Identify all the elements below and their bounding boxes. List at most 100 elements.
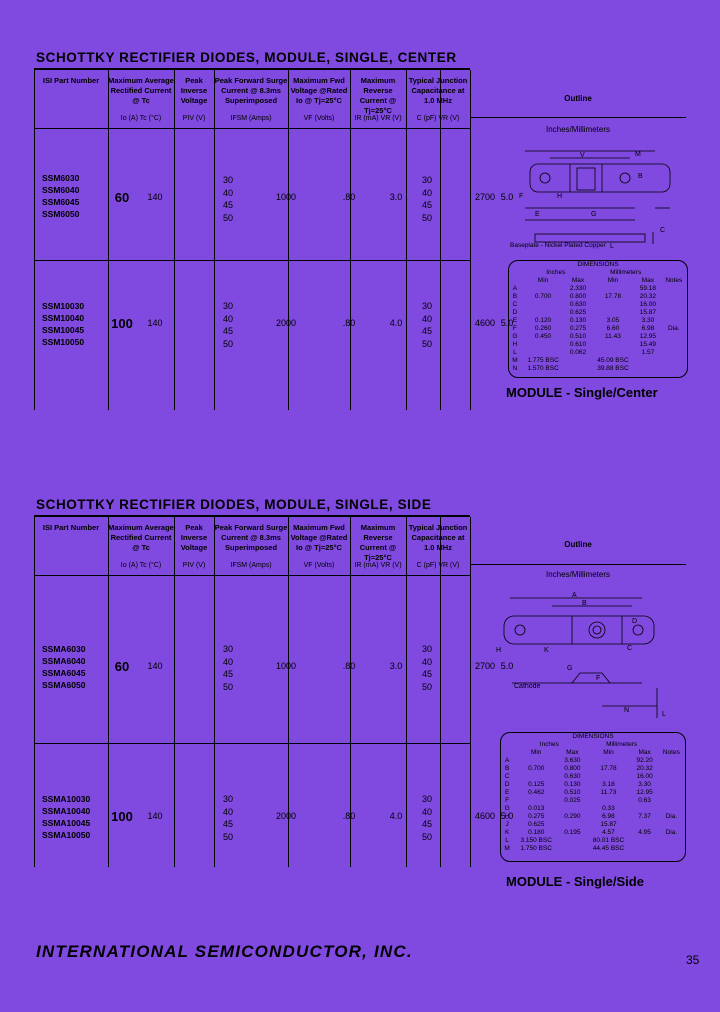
dim-cell bbox=[661, 365, 687, 373]
dim-cell: 59.18 bbox=[639, 285, 657, 292]
junction-capacitance: 4600 bbox=[474, 318, 496, 328]
surge-current: 1000 bbox=[275, 661, 297, 671]
column-rule bbox=[440, 517, 441, 867]
dimensions-table-side: DIMENSIONS Inches Millimeters Min Max Mi… bbox=[500, 732, 686, 862]
dim-header bbox=[501, 741, 513, 749]
dim-cell bbox=[658, 845, 685, 853]
svg-text:K: K bbox=[544, 647, 549, 654]
company-name: INTERNATIONAL SEMICONDUCTOR, INC. bbox=[36, 942, 413, 961]
column-rule bbox=[174, 517, 175, 867]
current-rating: 100 bbox=[111, 809, 133, 824]
dim-cell bbox=[585, 757, 631, 765]
dim-group-mm: Millimeters bbox=[610, 269, 642, 276]
dim-col: Notes bbox=[665, 277, 683, 284]
dim-cell bbox=[591, 309, 635, 317]
dim-cell: 3.630 bbox=[564, 757, 581, 764]
dimensions-title: DIMENSIONS bbox=[572, 733, 614, 740]
dim-cell: M bbox=[512, 357, 518, 364]
units-label: Inches/Millimeters bbox=[545, 125, 610, 134]
dim-cell bbox=[559, 837, 585, 845]
dim-cell bbox=[658, 805, 685, 813]
dim-cell: 15.49 bbox=[639, 341, 657, 348]
dim-cell: 0.013 bbox=[528, 805, 545, 812]
dim-cell: 0.63 bbox=[638, 797, 651, 804]
dim-cell: 7.37 bbox=[638, 813, 651, 820]
dim-cell: 4.95 bbox=[638, 829, 651, 836]
dim-cell: Dia. bbox=[668, 325, 680, 332]
dim-cell: 0.462 bbox=[528, 789, 545, 796]
dim-cell bbox=[559, 821, 585, 829]
dim-cell bbox=[521, 285, 565, 293]
column-rule bbox=[214, 70, 215, 410]
dim-cell: 0.275 bbox=[569, 325, 587, 332]
dim-cell bbox=[661, 333, 687, 341]
dim-cell: L bbox=[505, 837, 509, 844]
case-temperature: 140 bbox=[147, 192, 163, 202]
column-rule bbox=[34, 517, 35, 867]
dim-cell: 39.88 BSC bbox=[597, 365, 629, 372]
capacitance-voltage: 5.0 bbox=[500, 661, 514, 671]
units-label: Inches/Millimeters bbox=[545, 570, 610, 579]
header-ifsm: Peak Forward Surge Current @ 8.3ms Super… bbox=[214, 76, 288, 122]
dim-cell bbox=[661, 309, 687, 317]
dim-cell bbox=[658, 789, 685, 797]
svg-text:N: N bbox=[624, 707, 629, 714]
capacitance-voltage: 5.0 bbox=[500, 318, 514, 328]
svg-text:M: M bbox=[635, 151, 641, 158]
dim-header bbox=[509, 269, 521, 277]
dim-cell: 92.20 bbox=[636, 757, 653, 764]
case-temperature: 140 bbox=[147, 811, 163, 821]
dim-cell: 0.195 bbox=[564, 829, 581, 836]
dim-cell bbox=[661, 293, 687, 301]
svg-text:C: C bbox=[627, 645, 632, 652]
dim-cell bbox=[585, 773, 631, 781]
dim-cell: D bbox=[504, 781, 510, 788]
surge-current: 2000 bbox=[275, 811, 297, 821]
dim-cell: 0.630 bbox=[569, 301, 587, 308]
forward-voltage: .80 bbox=[342, 318, 356, 328]
dim-col bbox=[501, 749, 513, 757]
dim-cell: 2.330 bbox=[569, 285, 587, 292]
svg-text:F: F bbox=[596, 675, 600, 682]
reverse-current: 3.0 bbox=[389, 661, 403, 671]
dim-cell: 1.750 BSC bbox=[520, 845, 552, 852]
dim-cell: 6.98 bbox=[641, 325, 655, 332]
surge-current: 2000 bbox=[275, 318, 297, 328]
dim-cell: 11.43 bbox=[605, 333, 621, 340]
dim-cell: 80.01 BSC bbox=[592, 837, 625, 844]
column-rule bbox=[108, 517, 109, 867]
dim-col: Max bbox=[566, 749, 579, 756]
column-rule bbox=[34, 70, 35, 410]
dim-cell: 16.00 bbox=[639, 301, 657, 308]
reverse-current: 4.0 bbox=[389, 811, 403, 821]
dimensions-table-center: DIMENSIONS Inches Millimeters Min Max Mi… bbox=[508, 260, 688, 378]
dim-cell: 45.09 BSC bbox=[597, 357, 629, 364]
dim-cell: D bbox=[512, 309, 518, 316]
column-rule bbox=[214, 517, 215, 867]
dim-cell: 0.610 bbox=[569, 341, 587, 348]
dim-cell: 20.32 bbox=[636, 765, 653, 772]
column-rule bbox=[440, 70, 441, 410]
